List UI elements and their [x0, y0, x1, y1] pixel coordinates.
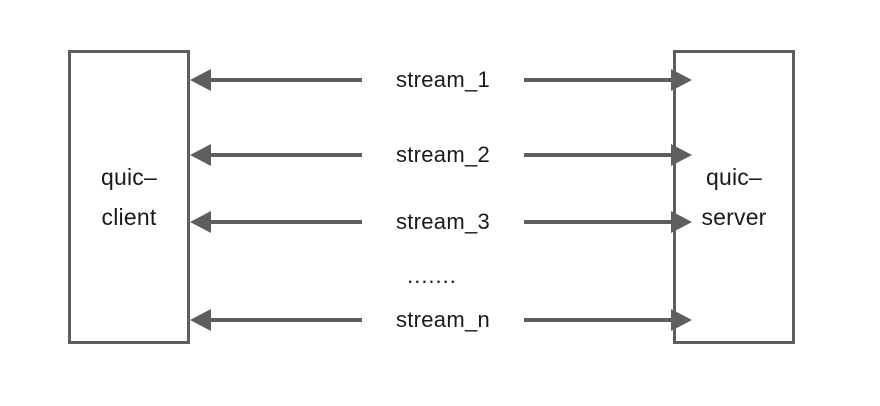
stream-label-2: stream_2: [395, 142, 491, 167]
ellipsis-label: .......: [407, 263, 457, 288]
arrow-shaft-left: [210, 153, 362, 157]
arrowhead-right-icon: [671, 69, 692, 91]
stream-row-n[interactable]: stream_n: [190, 303, 692, 337]
node-quic-server-label-line2: server: [701, 204, 767, 230]
arrowhead-left-icon: [190, 211, 211, 233]
arrow-right-icon: [524, 303, 692, 337]
arrow-shaft-right: [524, 220, 672, 224]
node-quic-client-label-line2: client: [101, 204, 157, 230]
arrowhead-right-icon: [671, 211, 692, 233]
stream-label-1: stream_1: [395, 67, 491, 92]
arrowhead-left-icon: [190, 69, 211, 91]
arrow-shaft-left: [210, 318, 362, 322]
node-quic-client[interactable]: quic– client: [68, 50, 190, 344]
arrowhead-right-icon: [671, 309, 692, 331]
arrow-shaft-left: [210, 78, 362, 82]
arrow-shaft-left: [210, 220, 362, 224]
stream-label-3: stream_3: [395, 209, 491, 234]
node-quic-server-label-line1: quic–: [706, 163, 762, 190]
arrow-right-icon: [524, 63, 692, 97]
arrow-right-icon: [524, 138, 692, 172]
arrow-left-icon: [190, 138, 362, 172]
arrowhead-left-icon: [190, 144, 211, 166]
arrow-shaft-right: [524, 318, 672, 322]
arrow-left-icon: [190, 205, 362, 239]
stream-label-n: stream_n: [395, 307, 491, 332]
arrowhead-left-icon: [190, 309, 211, 331]
arrow-shaft-right: [524, 78, 672, 82]
stream-row-3[interactable]: stream_3: [190, 205, 692, 239]
ellipsis-row: .......: [190, 259, 674, 293]
stream-row-1[interactable]: stream_1: [190, 63, 692, 97]
node-quic-client-label-line1: quic–: [101, 163, 157, 190]
stream-row-2[interactable]: stream_2: [190, 138, 692, 172]
arrow-left-icon: [190, 303, 362, 337]
arrow-right-icon: [524, 205, 692, 239]
node-quic-server[interactable]: quic– server: [673, 50, 795, 344]
arrow-shaft-right: [524, 153, 672, 157]
arrowhead-right-icon: [671, 144, 692, 166]
arrow-left-icon: [190, 63, 362, 97]
